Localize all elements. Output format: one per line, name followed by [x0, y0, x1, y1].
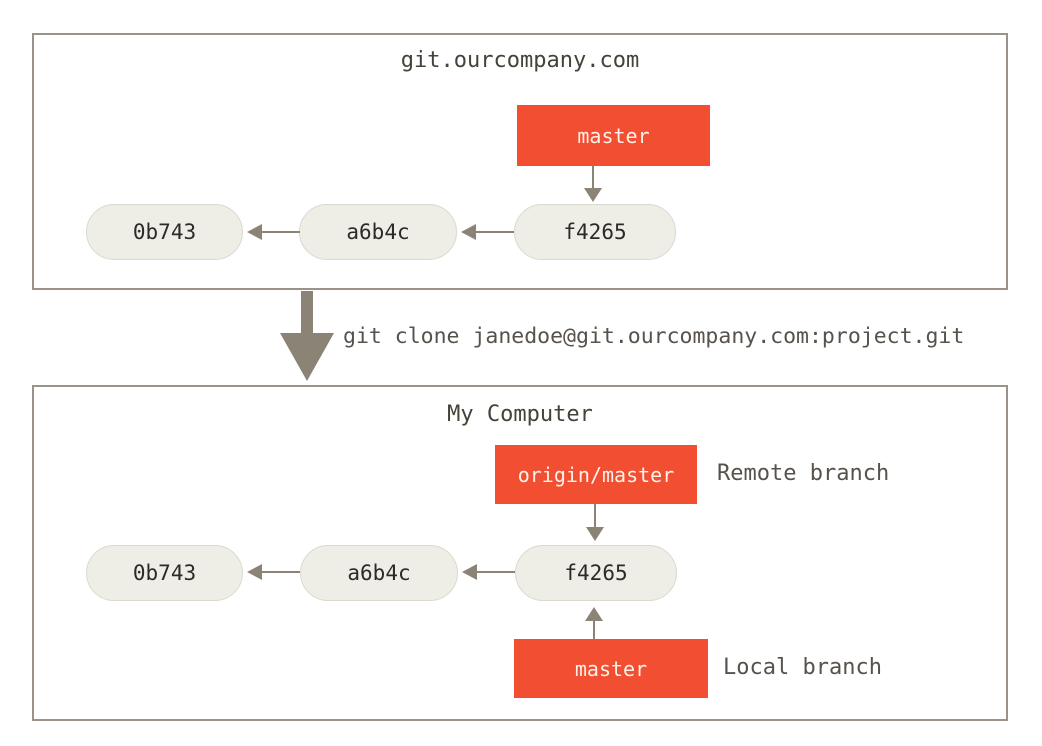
server-commit-node: a6b4c	[299, 204, 457, 260]
local-commit-node: f4265	[515, 545, 677, 601]
server-commit-node: 0b743	[86, 204, 243, 260]
remote-branch-annotation: Remote branch	[717, 461, 890, 486]
local-master-branch-box: master	[514, 639, 708, 698]
server-master-branch-box: master	[517, 105, 710, 166]
local-commit-node: 0b743	[86, 545, 243, 601]
clone-arrow-head	[280, 333, 334, 381]
local-commit-parent-arrow-icon	[462, 564, 515, 580]
local-master-pointer-arrow-icon	[585, 607, 603, 639]
server-repo-title: git.ourcompany.com	[400, 48, 640, 73]
local-branch-annotation: Local branch	[723, 655, 882, 680]
server-commit-node: f4265	[514, 204, 676, 260]
server-commit-parent-arrow-icon	[247, 224, 300, 240]
local-commit-parent-arrow-icon	[247, 564, 300, 580]
remote-tracking-branch-label: origin/master	[517, 462, 675, 487]
local-repo-title: My Computer	[447, 402, 593, 427]
server-master-pointer-arrow-icon	[584, 166, 602, 202]
remote-tracking-branch-box: origin/master	[495, 445, 697, 504]
server-master-branch-label: master	[577, 123, 650, 148]
local-commit-node: a6b4c	[300, 545, 458, 601]
server-commit-parent-arrow-icon	[461, 224, 514, 240]
clone-arrow-shaft	[301, 291, 313, 333]
local-master-branch-label: master	[574, 656, 648, 681]
remote-branch-pointer-arrow-icon	[586, 504, 604, 541]
clone-command-text: git clone janedoe@git.ourcompany.com:pro…	[343, 324, 965, 349]
